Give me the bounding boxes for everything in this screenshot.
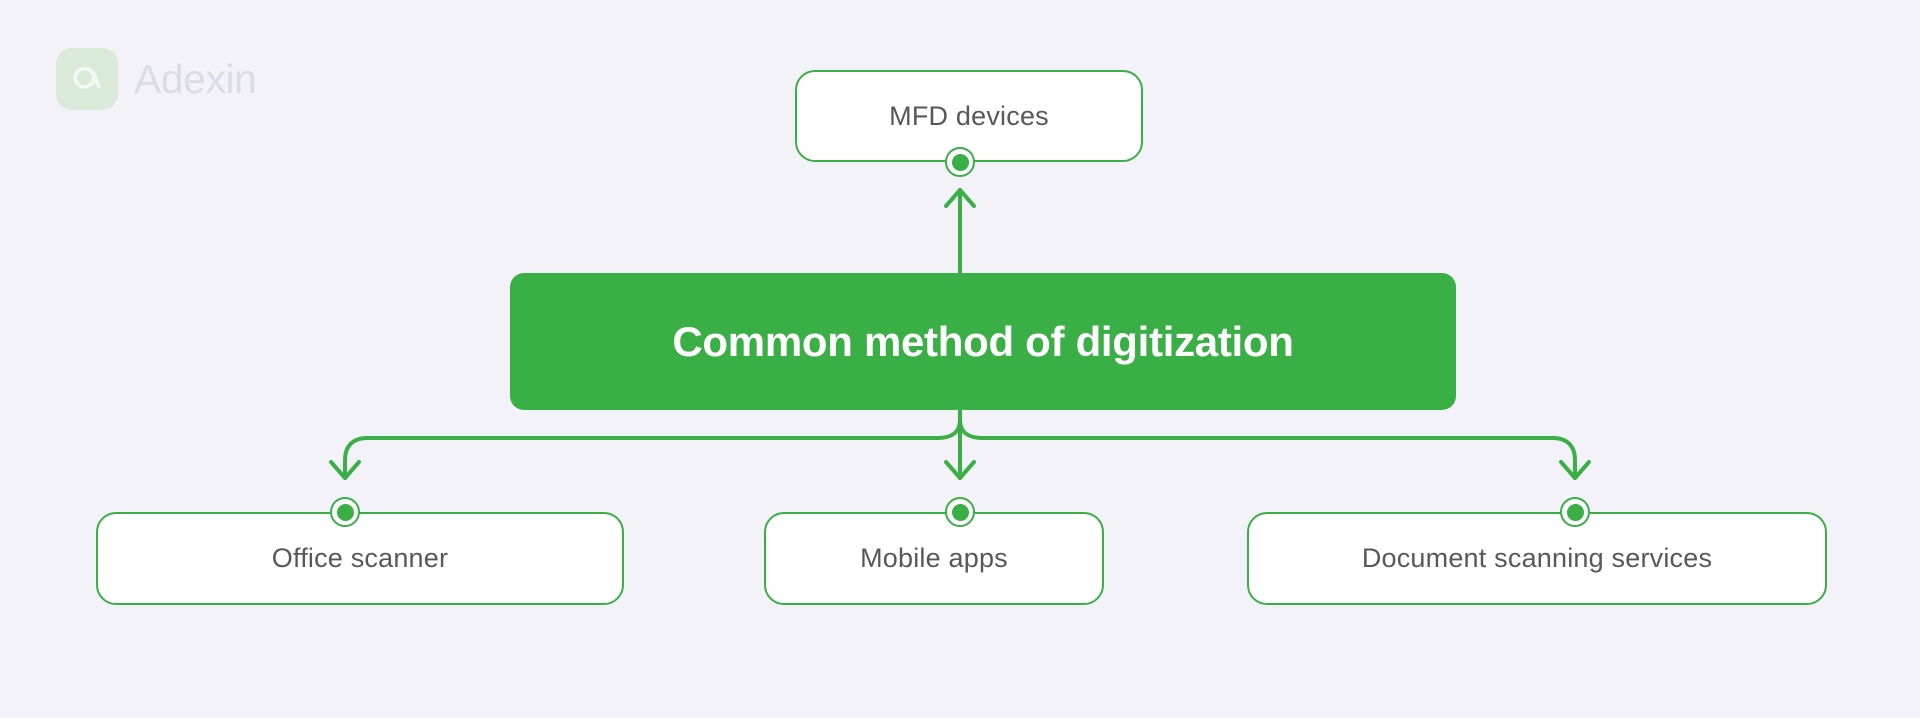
arrowhead-document	[1559, 460, 1591, 480]
edge-root-to-document	[958, 418, 1577, 480]
arrowhead-mobile	[944, 460, 976, 480]
node-office-scanner[interactable]: Office scanner	[96, 512, 624, 605]
root-label: Common method of digitization	[672, 317, 1294, 365]
node-mfd-devices[interactable]: MFD devices	[795, 70, 1143, 162]
connector-dot-mobile-apps	[945, 497, 975, 527]
adexin-a-mark-icon	[56, 48, 118, 110]
node-label: Mobile apps	[860, 543, 1008, 573]
node-root-common-method[interactable]: Common method of digitization	[510, 273, 1456, 410]
node-label: Document scanning services	[1361, 543, 1713, 573]
brand-wordmark: Adexin	[134, 55, 257, 102]
connector-dot-office-scanner	[330, 497, 360, 527]
node-label: MFD devices	[889, 100, 1049, 131]
connector-dot-document-scanning-services	[1560, 497, 1590, 527]
connector-dot-mfd-devices	[945, 147, 975, 177]
arrowhead-office	[329, 460, 361, 480]
arrowhead-mfd	[944, 188, 976, 208]
node-mobile-apps[interactable]: Mobile apps	[764, 512, 1104, 605]
node-label: Office scanner	[271, 543, 449, 573]
edge-root-to-office	[343, 418, 962, 480]
brand-logo: Adexin	[56, 48, 257, 110]
node-document-scanning-services[interactable]: Document scanning services	[1247, 512, 1827, 605]
